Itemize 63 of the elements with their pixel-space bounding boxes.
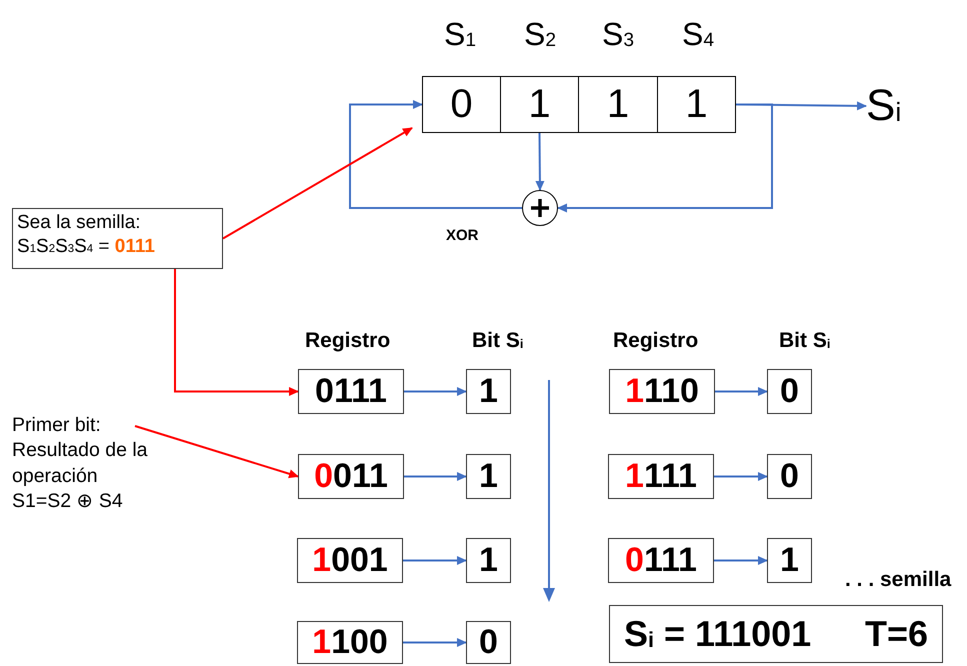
arrow	[557, 104, 773, 212]
register-state-box	[298, 369, 404, 414]
register-value: 1001	[312, 541, 388, 580]
arrow	[403, 556, 467, 565]
cell-value: 1	[528, 82, 551, 127]
register-state-box	[608, 454, 714, 499]
column-heading: Registro	[613, 330, 698, 351]
register-value: 1111	[625, 457, 697, 496]
register-value: 0111	[625, 541, 697, 580]
arrow	[714, 472, 768, 481]
register-value: 1110	[625, 372, 699, 411]
note-line: Sea la semilla:	[17, 211, 142, 235]
register-value: 1100	[312, 623, 388, 662]
output-bit-box	[767, 369, 812, 414]
register-value: 0011	[314, 457, 388, 496]
bit-value: 0	[780, 372, 799, 411]
cell-heading: S$_{3}$	[602, 18, 634, 50]
arrow	[403, 638, 467, 647]
note-box	[12, 208, 223, 269]
cell-value: 0	[450, 82, 473, 127]
arrow	[404, 472, 467, 481]
register-state-box	[297, 538, 403, 583]
result-text: T=6	[864, 613, 928, 655]
arrow	[134, 425, 299, 478]
cell-heading: S$_{1}$	[444, 18, 476, 50]
register-cell	[500, 76, 579, 133]
register-cell	[578, 76, 658, 133]
output-bit-box	[767, 538, 812, 583]
register-state-box	[297, 621, 403, 664]
register-cell	[657, 76, 736, 133]
arrow	[715, 387, 768, 396]
column-heading: . . . semilla	[845, 569, 952, 590]
xor-circle	[522, 190, 558, 226]
register-state-box	[609, 369, 715, 414]
output-bit-box	[466, 538, 511, 583]
output-bit-box	[466, 454, 511, 499]
bit-value: 1	[479, 372, 498, 411]
cell-heading: S$_{2}$	[524, 18, 556, 50]
cell-value: 1	[685, 82, 708, 127]
arrow	[404, 387, 467, 396]
register-cell	[422, 76, 501, 133]
arrow	[535, 132, 544, 191]
operator-label: XOR	[446, 228, 479, 243]
register-value: 0111	[315, 372, 387, 411]
result-box	[609, 605, 943, 663]
arrow	[174, 269, 299, 396]
note-text: Primer bit: Resultado de la operación S1=S2 ⊕ S4	[12, 413, 162, 523]
register-state-box	[298, 454, 404, 499]
cell-heading: S$_{4}$	[682, 18, 714, 50]
arrow	[222, 127, 413, 240]
register-state-box	[608, 538, 714, 583]
output-bit-box	[466, 621, 511, 664]
arrow	[714, 556, 768, 565]
cell-value: 1	[606, 82, 630, 127]
bit-value: 1	[479, 541, 498, 580]
output-bit-box	[767, 454, 812, 499]
bit-value: 1	[780, 541, 799, 580]
output-bit-box	[466, 369, 511, 414]
bit-value: 0	[780, 457, 799, 496]
arrow	[349, 100, 522, 209]
column-heading: Registro	[305, 330, 390, 351]
bit-value: 0	[479, 623, 498, 662]
bit-value: 1	[479, 457, 498, 496]
